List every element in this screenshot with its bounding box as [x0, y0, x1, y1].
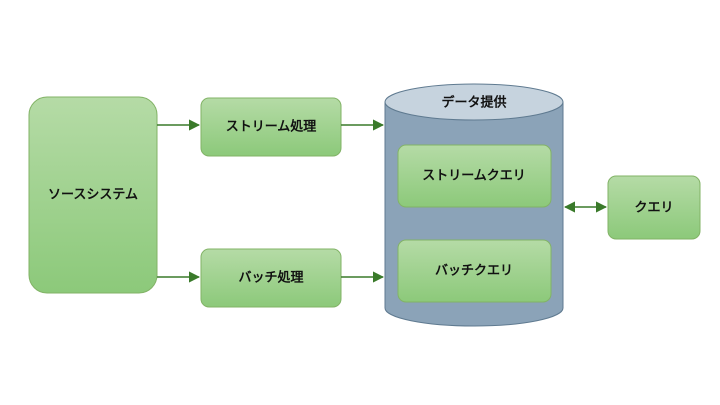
stream-processing-node: ストリーム処理	[200, 97, 342, 157]
batch-processing-box	[200, 248, 342, 308]
cylinder-top	[384, 83, 564, 121]
source-system-node: ソースシステム	[28, 96, 158, 294]
source-system-label: ソースシステム	[48, 188, 138, 203]
stream-query-label: ストリームクエリ	[422, 169, 526, 184]
batch-query-box	[397, 239, 552, 303]
data-serving-label: データ提供	[441, 95, 506, 111]
stream-query-node: ストリームクエリ	[397, 144, 552, 208]
batch-query-label: バッチクエリ	[435, 264, 513, 279]
query-node: クエリ	[607, 175, 701, 240]
batch-processing-label: バッチ処理	[238, 270, 303, 286]
batch-query-node: バッチクエリ	[397, 239, 552, 303]
query-label: クエリ	[634, 201, 673, 216]
batch-processing-node: バッチ処理	[200, 248, 342, 308]
stream-query-box	[397, 144, 552, 208]
stream-processing-label: ストリーム処理	[226, 119, 317, 135]
source-system-box	[28, 96, 158, 294]
query-box	[607, 175, 701, 240]
stream-processing-box	[200, 97, 342, 157]
